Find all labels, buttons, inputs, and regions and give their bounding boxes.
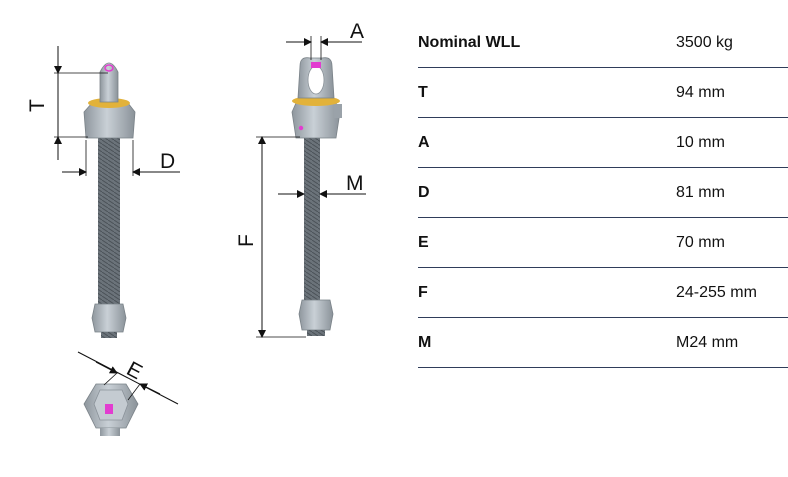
spec-row-m: M M24 mm (418, 317, 788, 368)
spec-value: 70 mm (676, 217, 788, 268)
nut (298, 299, 334, 331)
spec-row-nominal-wll: Nominal WLL 3500 kg (418, 18, 788, 68)
spec-label: M (418, 317, 676, 368)
spec-value: 3500 kg (676, 18, 788, 68)
spec-row-t: T 94 mm (418, 67, 788, 118)
body (291, 102, 341, 139)
accent-mark (104, 64, 114, 72)
dim-letter-a: A (350, 20, 364, 43)
dim-letter-d: D (160, 150, 175, 173)
swivel-ring (88, 98, 130, 108)
dimension-f: F (235, 136, 306, 338)
dim-letter-e: E (123, 357, 146, 384)
spec-value: 81 mm (676, 167, 788, 218)
accent-mark (105, 404, 113, 414)
dimension-d: D (62, 140, 180, 176)
dimension-t: T (26, 46, 108, 160)
accent-mark (311, 62, 321, 68)
top-view-eyebolt (83, 383, 139, 436)
spec-row-f: F 24-255 mm (418, 267, 788, 318)
nut (91, 303, 127, 333)
spec-value: M24 mm (676, 317, 788, 368)
dim-letter-m: M (346, 172, 364, 195)
spec-row-e: E 70 mm (418, 217, 788, 268)
spec-label: Nominal WLL (418, 18, 676, 68)
front-view-eyebolt (291, 57, 342, 336)
side-view-eyebolt (83, 62, 136, 338)
dimension-m: M (278, 172, 366, 198)
rod-end (307, 330, 325, 336)
threaded-rod (304, 138, 320, 304)
swivel-ring (292, 96, 340, 106)
spec-label: T (418, 67, 676, 118)
spec-value: 94 mm (676, 67, 788, 118)
product-drawing: T D E (26, 20, 366, 436)
specification-table: Nominal WLL 3500 kg T 94 mm A 10 mm D 81… (418, 18, 788, 368)
eye (99, 62, 119, 103)
spec-label: F (418, 267, 676, 318)
spec-row-d: D 81 mm (418, 167, 788, 218)
body (83, 102, 136, 139)
spec-value: 24-255 mm (676, 267, 788, 318)
spec-label: D (418, 167, 676, 218)
spec-row-a: A 10 mm (418, 117, 788, 168)
dimension-a: A (286, 20, 364, 60)
spec-label: E (418, 217, 676, 268)
spec-label: A (418, 117, 676, 168)
threaded-rod (98, 138, 120, 306)
spec-value: 10 mm (676, 117, 788, 168)
dim-letter-t: T (26, 99, 49, 112)
rod-end (101, 332, 117, 338)
dim-letter-f: F (235, 234, 258, 247)
